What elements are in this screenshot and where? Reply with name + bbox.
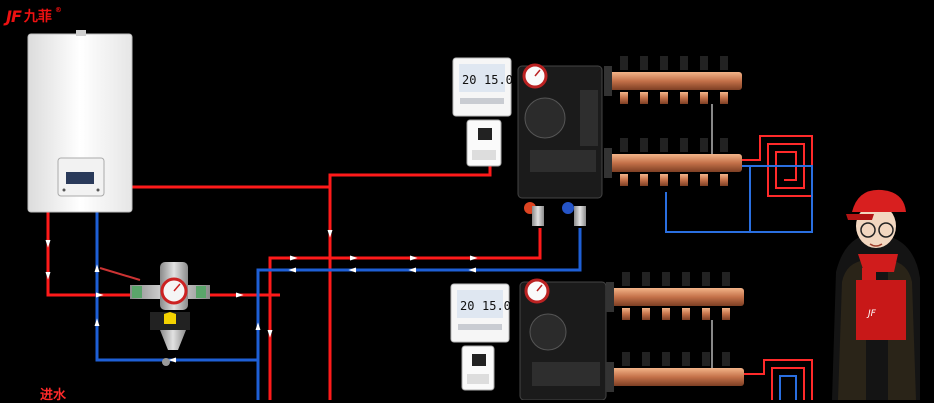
transformer-lower (462, 346, 494, 390)
manifold-lower-return (606, 320, 744, 392)
thermostat-room-temp: 15.0 (484, 73, 513, 87)
water-inlet-label: 进水 (40, 384, 66, 403)
mascot-logo-mark: JF (866, 309, 877, 319)
mixing-pump-unit-lower (520, 280, 606, 400)
circulation-pump (530, 314, 566, 350)
floor-heating-loop-lower (744, 360, 812, 400)
thermostat-set-temp: 20 (462, 73, 476, 87)
circulation-pump (525, 98, 565, 138)
separator-valve (100, 262, 210, 366)
thermostat-set-temp: 20 (460, 299, 474, 313)
manifold-upper-return (604, 104, 742, 186)
thermostat-upper: 20 15.0 (453, 58, 513, 116)
thermostat-lower: 20 15.0 (451, 284, 511, 342)
warning-icon (164, 312, 176, 324)
mascot-cap (852, 190, 906, 212)
manifold-lower-supply (606, 272, 744, 320)
valve-handle (562, 202, 574, 214)
transformer-upper (467, 120, 501, 166)
mascot-character: JF (832, 190, 920, 400)
wall-boiler (28, 30, 132, 212)
boiler-display (66, 172, 94, 184)
hot-pipe-upper-branch (132, 165, 490, 187)
mixing-pump-unit-upper (518, 65, 602, 226)
thermostat-room-temp: 15.0 (482, 299, 511, 313)
manifold-upper-supply (604, 56, 742, 104)
